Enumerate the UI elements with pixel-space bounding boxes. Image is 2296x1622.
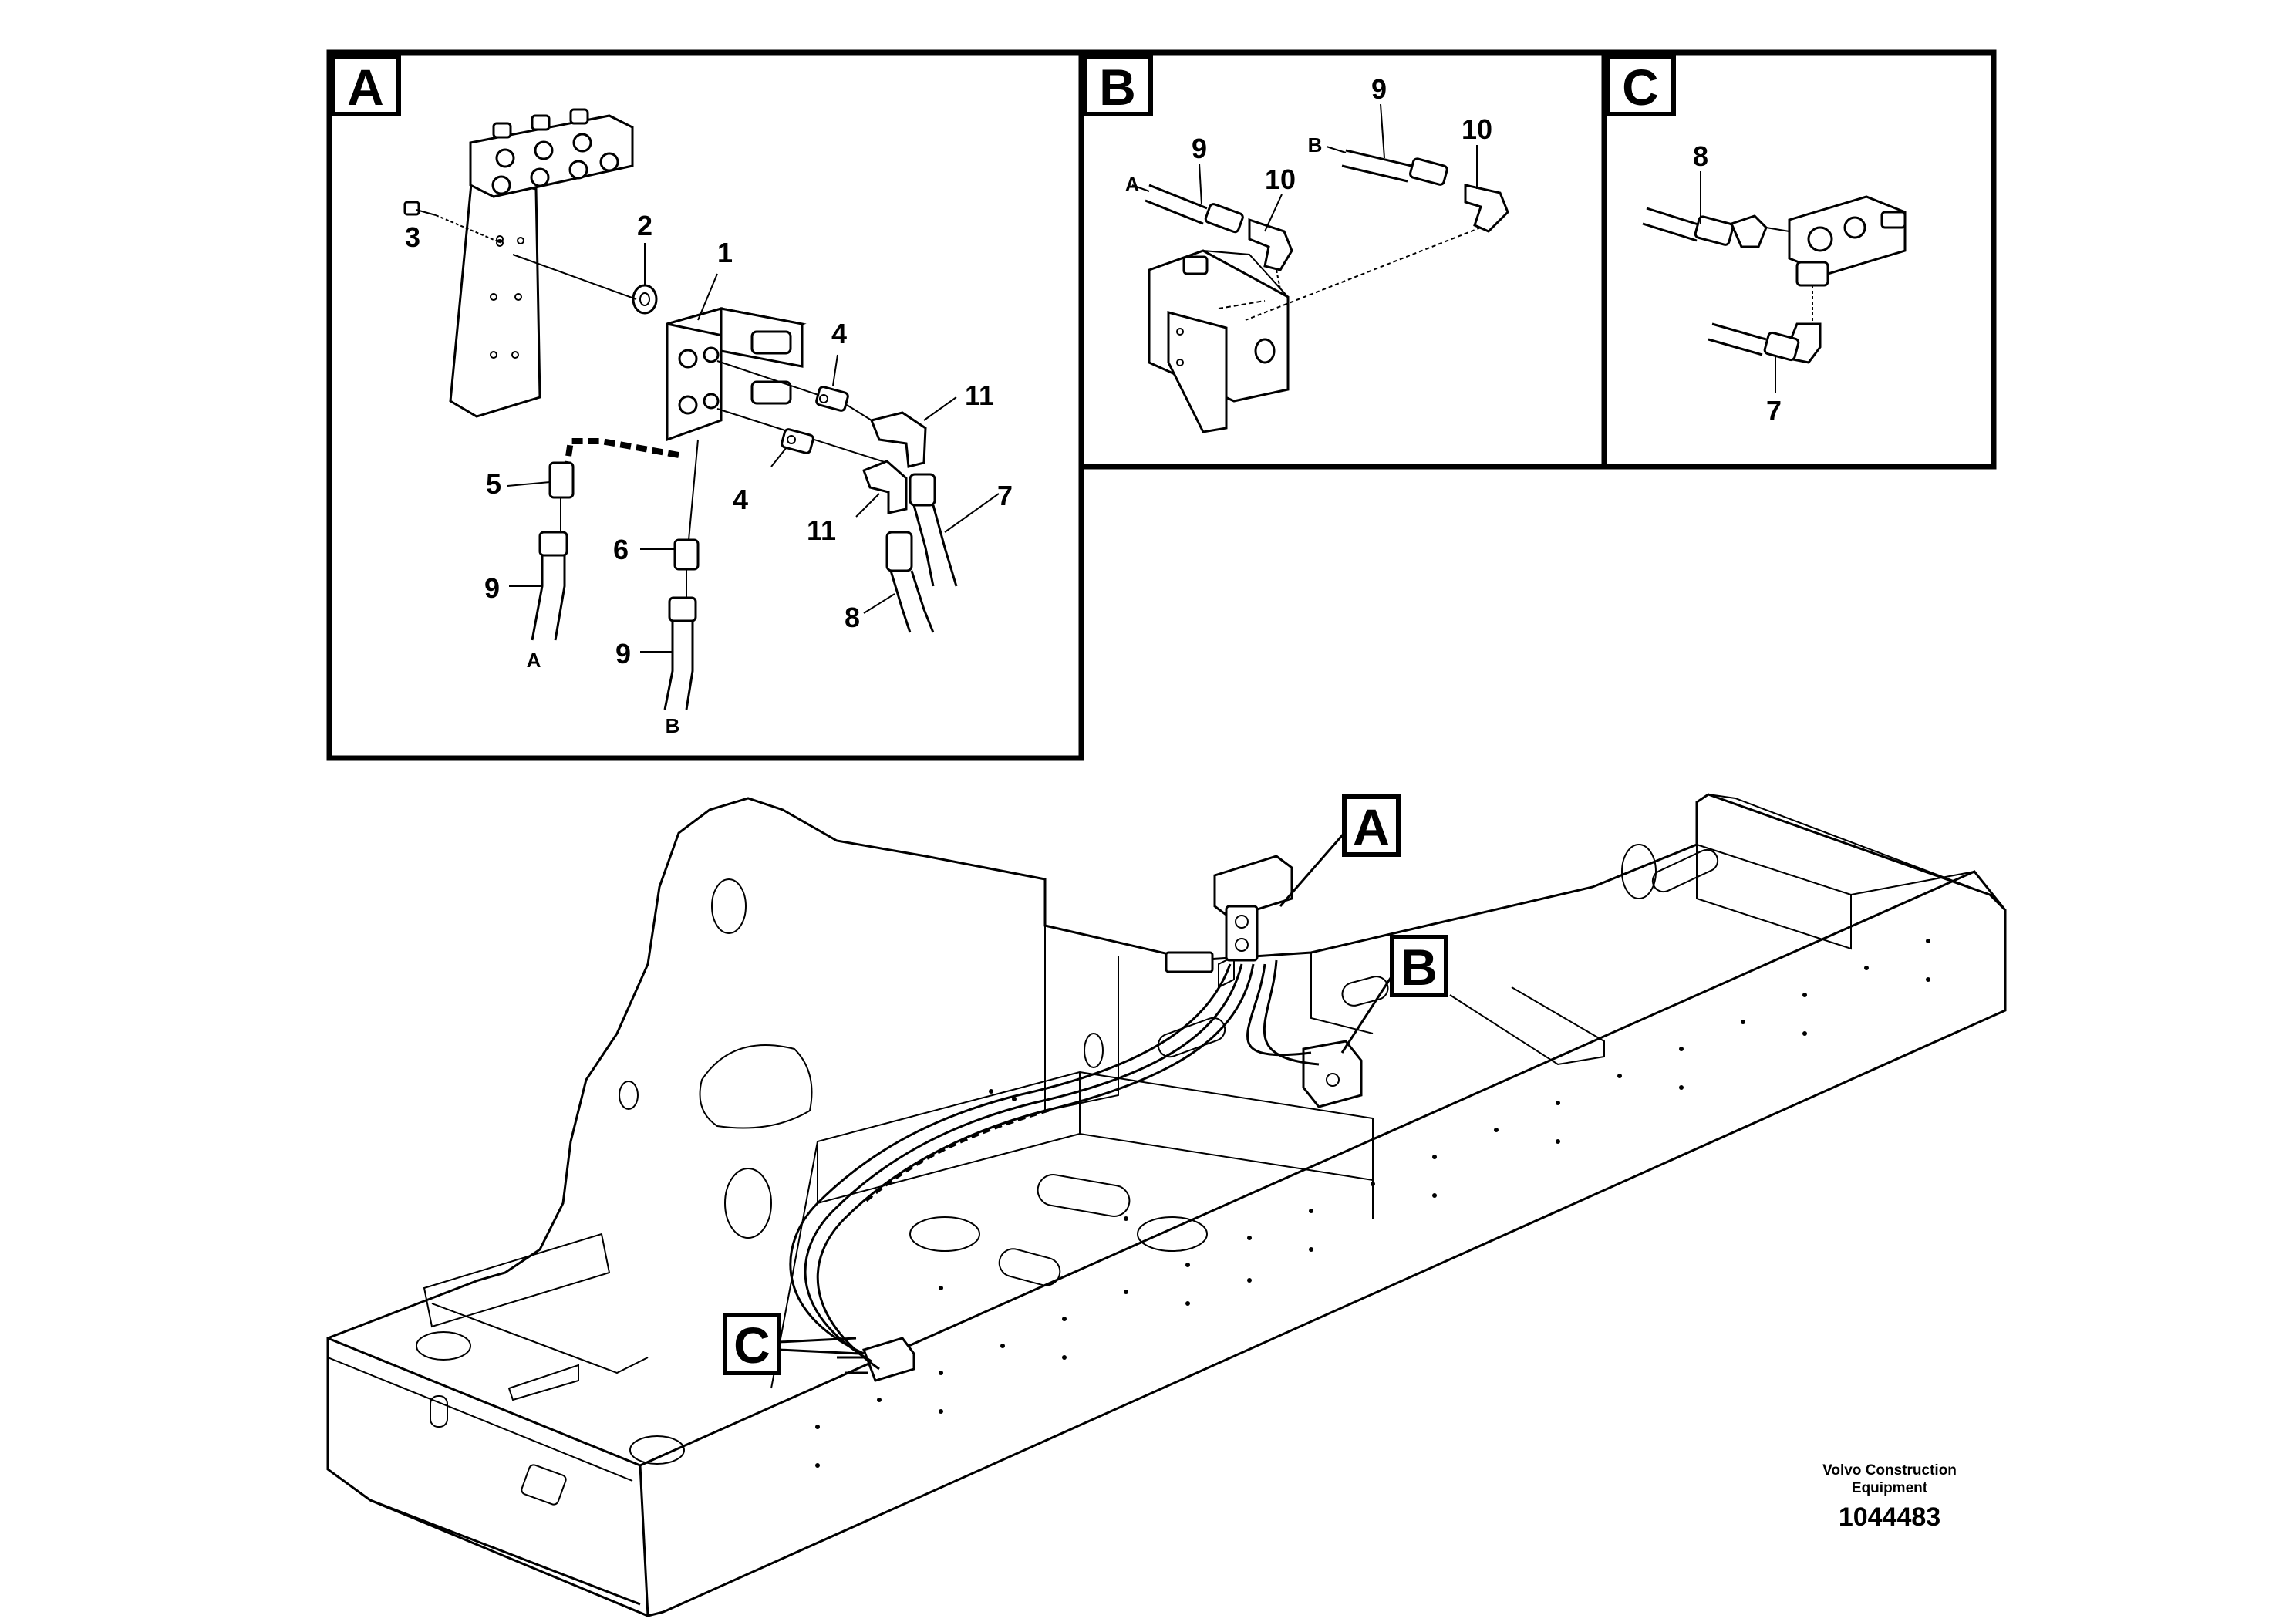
elbow-part-10-b [1245,184,1509,321]
detail-panel-b: B [1078,49,1607,470]
callout-2: 2 [637,210,652,241]
dashed-connection [564,438,679,467]
company-name-line2: Equipment [1851,1480,1928,1496]
panel-b-letter: B [1099,59,1136,116]
end-label-a: A [527,649,541,672]
view-tag-a: A [1279,794,1401,907]
callout-1: 1 [717,237,733,268]
frame-assembly: A B C [326,793,2007,1617]
company-name-line1: Volvo Construction [1822,1462,1957,1479]
panel-c-letter-box [1606,54,1676,116]
distribution-block-panel-c [1788,195,1907,287]
view-tag-b: B [1340,935,1448,1054]
hose-part-8 [885,531,935,633]
hose-part-9-b [640,569,697,710]
callout-10-panel-b-b: 10 [1462,113,1492,145]
callout-10-panel-b-a: 10 [1265,164,1296,195]
callout-11-lower: 11 [807,514,836,546]
bracket-block [1148,249,1290,433]
hose-part-7-panel-c [1708,285,1822,364]
panel-b-letter-box [1083,54,1153,116]
callout-9-b: 9 [615,638,631,669]
hose-part-8-panel-c [1642,207,1790,248]
callout-9-panel-b-a: 9 [1192,133,1207,164]
callout-3: 3 [405,221,420,253]
adapter-part-4-lower [716,408,888,464]
frame-bracket-b [1302,1040,1363,1108]
frame-hose-bundle [789,959,1320,1371]
svg-text:B: B [1401,939,1438,996]
hose-part-9-a [509,497,568,641]
end-label-a-panel-b: A [1125,173,1140,196]
callout-9-a: 9 [484,572,500,604]
svg-text:C: C [733,1317,770,1374]
callout-11-upper: 11 [965,379,994,411]
end-label-b-panel-b: B [1308,133,1323,157]
drawing-number: 1044483 [1838,1502,1941,1532]
valve-block-part-1 [666,307,807,442]
callout-9-panel-b-b: 9 [1371,73,1387,105]
view-tag-c: C [723,1313,861,1375]
detail-panel-c: C 8 7 [1601,49,1997,470]
callout-7: 7 [997,480,1013,511]
frame-valve-block [1165,855,1293,973]
callout-5: 5 [486,468,501,500]
elbow-part-10-a [1248,218,1293,290]
end-label-b: B [666,714,680,737]
frame-rivets [815,939,1930,1468]
drawing-footer: Volvo Construction Equipment 1044483 [1797,1462,1982,1537]
callout-8-panel-c: 8 [1693,140,1708,172]
detail-panel-a: A [326,49,1084,761]
svg-text:A: A [1353,798,1390,855]
elbow-part-11-lower [862,460,908,514]
distribution-block [469,108,634,198]
hose-part-9-a-panel-b [1131,184,1244,234]
hose-part-9-b-panel-b [1326,146,1448,186]
washer-part-2 [632,284,658,315]
adapter-part-4-upper [716,360,849,412]
bolt-part-3 [403,201,502,244]
callout-8: 8 [845,602,860,633]
hose-part-7 [909,473,958,587]
panel-a-letter-box [331,54,401,116]
panel-a-letter: A [347,59,384,116]
frame-hole [711,878,747,934]
frame-fitting-c [837,1337,915,1382]
callout-4-upper: 4 [831,318,847,349]
elbow-part-11-upper [846,404,927,468]
callout-4-lower: 4 [733,484,748,515]
callout-6: 6 [613,534,629,565]
panel-c-letter: C [1622,59,1659,116]
callout-7-panel-c: 7 [1766,395,1782,427]
